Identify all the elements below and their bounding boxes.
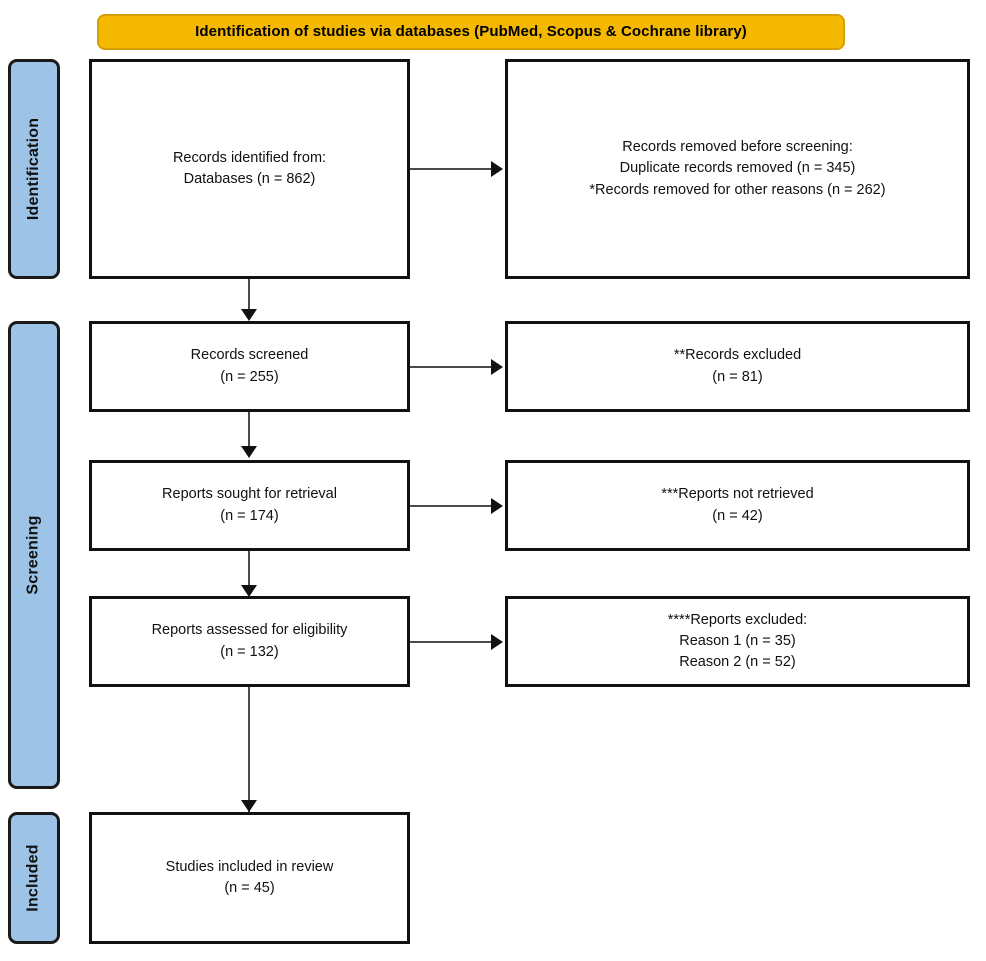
stage-label-identification-text: Identification bbox=[25, 117, 43, 221]
node-studies-included-text: Studies included in review (n = 45) bbox=[165, 858, 334, 896]
edge-screened-to-sought-line bbox=[248, 412, 250, 448]
node-records-excluded-text: **Records excluded (n = 81) bbox=[673, 347, 802, 385]
node-records-identified-text: Records identified from: Databases (n = … bbox=[172, 149, 327, 187]
edge-screened-to-excluded-line bbox=[410, 366, 493, 368]
stage-label-included-text: Included bbox=[25, 844, 43, 912]
stage-label-identification: Identification bbox=[8, 59, 60, 279]
node-records-removed-text: Records removed before screening: Duplic… bbox=[589, 139, 886, 198]
node-reports-not-retrieved-text: ***Reports not retrieved (n = 42) bbox=[661, 486, 814, 524]
edge-identified-to-screened-arrowhead bbox=[241, 309, 257, 321]
edge-sought-to-assessed-line bbox=[248, 551, 250, 587]
edge-assessed-to-excluded-arrowhead bbox=[491, 634, 503, 650]
stage-label-screening: Screening bbox=[8, 321, 60, 789]
node-records-screened: Records screened (n = 255) bbox=[89, 321, 410, 412]
node-records-screened-text: Records screened (n = 255) bbox=[190, 347, 309, 385]
edge-sought-to-not-retrieved-arrowhead bbox=[491, 498, 503, 514]
node-records-removed: Records removed before screening: Duplic… bbox=[505, 59, 970, 279]
diagram-title-banner: Identification of studies via databases … bbox=[97, 14, 845, 50]
edge-sought-to-not-retrieved-line bbox=[410, 505, 493, 507]
edge-identified-to-removed-line bbox=[410, 168, 493, 170]
edge-screened-to-excluded-arrowhead bbox=[491, 359, 503, 375]
edge-assessed-to-included-line bbox=[248, 687, 250, 812]
stage-label-included: Included bbox=[8, 812, 60, 944]
node-records-identified: Records identified from: Databases (n = … bbox=[89, 59, 410, 279]
node-records-excluded: **Records excluded (n = 81) bbox=[505, 321, 970, 412]
edge-identified-to-screened-line bbox=[248, 279, 250, 311]
node-reports-sought-text: Reports sought for retrieval (n = 174) bbox=[162, 486, 337, 524]
edge-identified-to-removed-arrowhead bbox=[491, 161, 503, 177]
stage-label-screening-text: Screening bbox=[25, 515, 43, 595]
edge-assessed-to-included-arrowhead bbox=[241, 800, 257, 812]
node-studies-included: Studies included in review (n = 45) bbox=[89, 812, 410, 944]
diagram-title-text: Identification of studies via databases … bbox=[195, 22, 747, 40]
edge-assessed-to-excluded-line bbox=[410, 641, 493, 643]
node-reports-assessed-text: Reports assessed for eligibility (n = 13… bbox=[151, 622, 348, 660]
node-reports-excluded-text: ****Reports excluded: Reason 1 (n = 35) … bbox=[667, 611, 808, 670]
node-reports-excluded: ****Reports excluded: Reason 1 (n = 35) … bbox=[505, 596, 970, 687]
node-reports-sought: Reports sought for retrieval (n = 174) bbox=[89, 460, 410, 551]
node-reports-not-retrieved: ***Reports not retrieved (n = 42) bbox=[505, 460, 970, 551]
edge-sought-to-assessed-arrowhead bbox=[241, 585, 257, 597]
edge-screened-to-sought-arrowhead bbox=[241, 446, 257, 458]
node-reports-assessed: Reports assessed for eligibility (n = 13… bbox=[89, 596, 410, 687]
